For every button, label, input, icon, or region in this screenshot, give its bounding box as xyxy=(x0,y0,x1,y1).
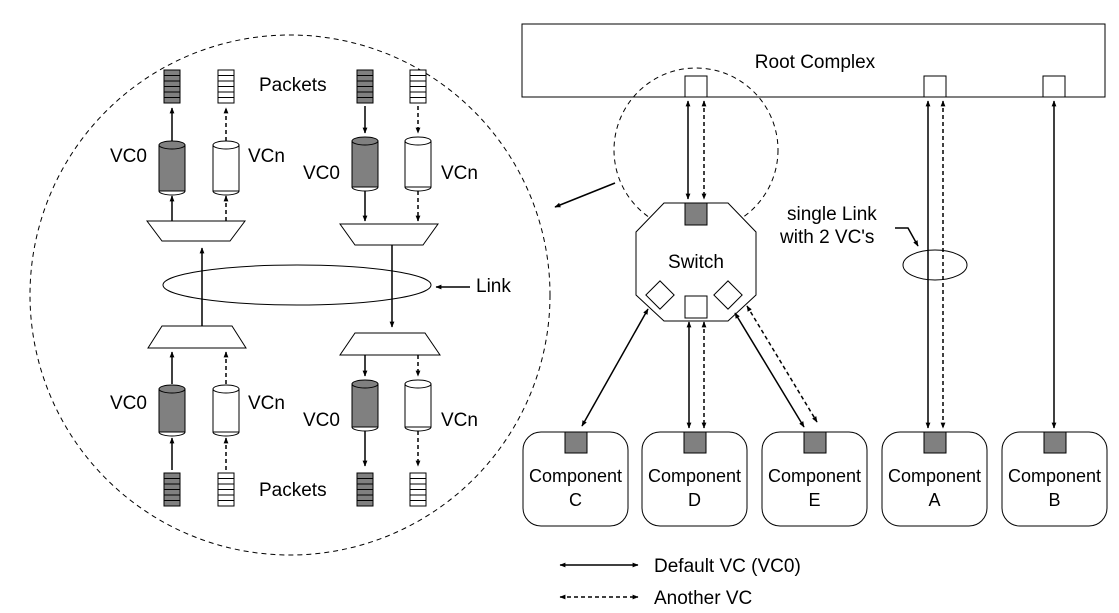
vcn-label-tr: VCn xyxy=(441,163,478,184)
component-letter: E xyxy=(808,490,820,510)
switch-port-e xyxy=(713,280,743,310)
single-link-note-line2: with 2 VC's xyxy=(779,227,874,248)
component-label: Component xyxy=(888,466,981,486)
legend-label-another: Another VC xyxy=(654,588,752,609)
vc0-queue-br xyxy=(351,379,379,432)
component-port xyxy=(803,431,827,454)
link-label: Link xyxy=(476,276,511,297)
packet-stack-bl-vcn xyxy=(217,472,235,507)
component-letter: B xyxy=(1048,490,1060,510)
switch-port-c xyxy=(645,280,675,310)
mux-br xyxy=(339,332,441,356)
vcn-queue-br xyxy=(404,379,432,432)
vcn-queue-tr xyxy=(404,136,432,192)
component-letter: A xyxy=(928,490,940,510)
vc0-label-tl: VC0 xyxy=(110,146,147,167)
vc0-label-tr: VC0 xyxy=(303,163,340,184)
root-port-3 xyxy=(1042,75,1066,98)
vc0-label-bl: VC0 xyxy=(110,393,147,414)
root-complex-label: Root Complex xyxy=(755,52,876,73)
packet-stack-tl-vc0 xyxy=(163,69,181,104)
packets-label-bottom: Packets xyxy=(259,480,327,501)
root-port-1 xyxy=(684,75,708,98)
vc0-label-br: VC0 xyxy=(303,410,340,431)
vcn-label-br: VCn xyxy=(441,410,478,431)
single-link-ellipse xyxy=(902,249,968,281)
single-link-note-line1: single Link xyxy=(787,204,877,225)
packet-stack-tl-vcn xyxy=(217,69,235,104)
legend-label-default: Default VC (VC0) xyxy=(654,556,801,577)
vcn-queue-tl xyxy=(212,140,240,196)
packet-stack-bl-vc0 xyxy=(163,472,181,507)
link-ellipse xyxy=(162,264,432,306)
vcn-label-bl: VCn xyxy=(248,393,285,414)
mux-tr xyxy=(339,223,439,246)
component-letter: D xyxy=(688,490,701,510)
component-port xyxy=(1043,431,1067,454)
component-label: Component xyxy=(768,466,861,486)
switch-upstream-port xyxy=(684,202,708,226)
vcn-label-tl: VCn xyxy=(248,146,285,167)
packet-stack-br-vcn xyxy=(409,472,427,507)
packets-label-top: Packets xyxy=(259,75,327,96)
component-letter: C xyxy=(569,490,582,510)
mux-bl xyxy=(147,325,247,349)
packet-stack-tr-vcn xyxy=(409,69,427,104)
component-port xyxy=(683,431,707,454)
packet-stack-tr-vc0 xyxy=(356,69,374,104)
root-port-2 xyxy=(923,75,947,98)
vcn-queue-bl xyxy=(212,384,240,437)
vc0-queue-bl xyxy=(158,384,186,437)
root-complex xyxy=(521,23,1106,98)
component-label: Component xyxy=(648,466,741,486)
vc0-queue-tr xyxy=(351,136,379,192)
component-label: Component xyxy=(529,466,622,486)
switch-port-d xyxy=(684,295,708,319)
component-port xyxy=(923,431,947,454)
zoom-detail-circle xyxy=(29,34,551,556)
switch-label: Switch xyxy=(668,252,724,273)
packet-stack-br-vc0 xyxy=(356,472,374,507)
vc0-queue-tl xyxy=(158,140,186,196)
component-port xyxy=(564,431,588,454)
mux-tl xyxy=(146,220,246,242)
component-label: Component xyxy=(1008,466,1101,486)
